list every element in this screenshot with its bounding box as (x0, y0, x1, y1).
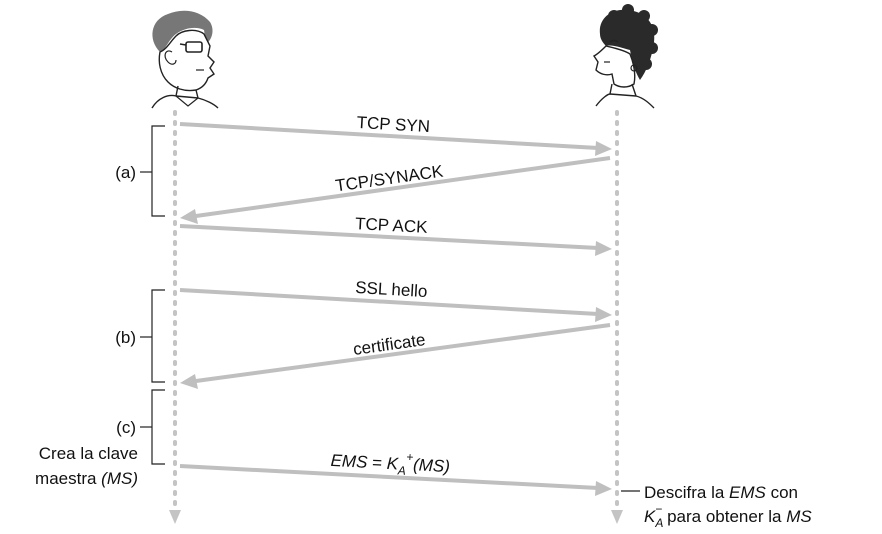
tcp-ack-label: TCP ACK (355, 214, 429, 237)
client-note-line2: maestra (MS) (35, 469, 138, 488)
phase-b-label: (b) (115, 328, 136, 347)
man-with-glasses-icon (151, 10, 219, 109)
ems-arrow (179, 464, 612, 496)
ems-arg: (MS) (413, 455, 451, 476)
server-note-line2-italic: MS (786, 507, 812, 526)
ems-key: K (386, 454, 399, 474)
server-note-line2-rest: para obtener la (662, 507, 786, 526)
server-note-key-sub: A (654, 516, 663, 530)
tcp-syn-label: TCP SYN (356, 113, 430, 136)
ems-key-sub: A (396, 463, 406, 477)
server-note-line1: Descifra la EMS con (644, 483, 798, 502)
client-note-line2-plain: maestra (35, 469, 101, 488)
server-note-line1-italic: EMS (729, 483, 767, 502)
tcp-synack-arrow (180, 156, 611, 224)
ems-eq: = (367, 453, 387, 473)
phase-a-label: (a) (115, 163, 136, 182)
ssl-hello-label: SSL hello (355, 278, 428, 301)
server-note-line2: KA− para obtener la MS (644, 502, 812, 530)
phase-c-brace (140, 389, 165, 465)
server-note-key: K (644, 507, 656, 526)
phase-c-label: (c) (116, 418, 136, 437)
phase-a-brace (140, 125, 165, 217)
tcp-syn-arrow (179, 122, 612, 156)
ems-label: EMS = KA+(MS) (330, 446, 451, 480)
certificate-arrow (180, 323, 611, 389)
phase-b-brace (140, 289, 165, 383)
ems-lhs: EMS (330, 451, 368, 472)
client-note-line1: Crea la clave (39, 444, 138, 463)
tcp-ack-arrow (179, 224, 612, 256)
ems-key-sup: + (406, 450, 414, 464)
ssl-hello-arrow (179, 288, 612, 322)
server-note-key-sup: − (655, 502, 662, 516)
server-lifeline-arrowhead (611, 510, 623, 524)
woman-with-curly-hair-icon (592, 4, 658, 109)
server-note-line1-end: con (766, 483, 798, 502)
server-note-line1-plain: Descifra la (644, 483, 729, 502)
client-lifeline-arrowhead (169, 510, 181, 524)
client-note-line2-italic: (MS) (101, 469, 138, 488)
